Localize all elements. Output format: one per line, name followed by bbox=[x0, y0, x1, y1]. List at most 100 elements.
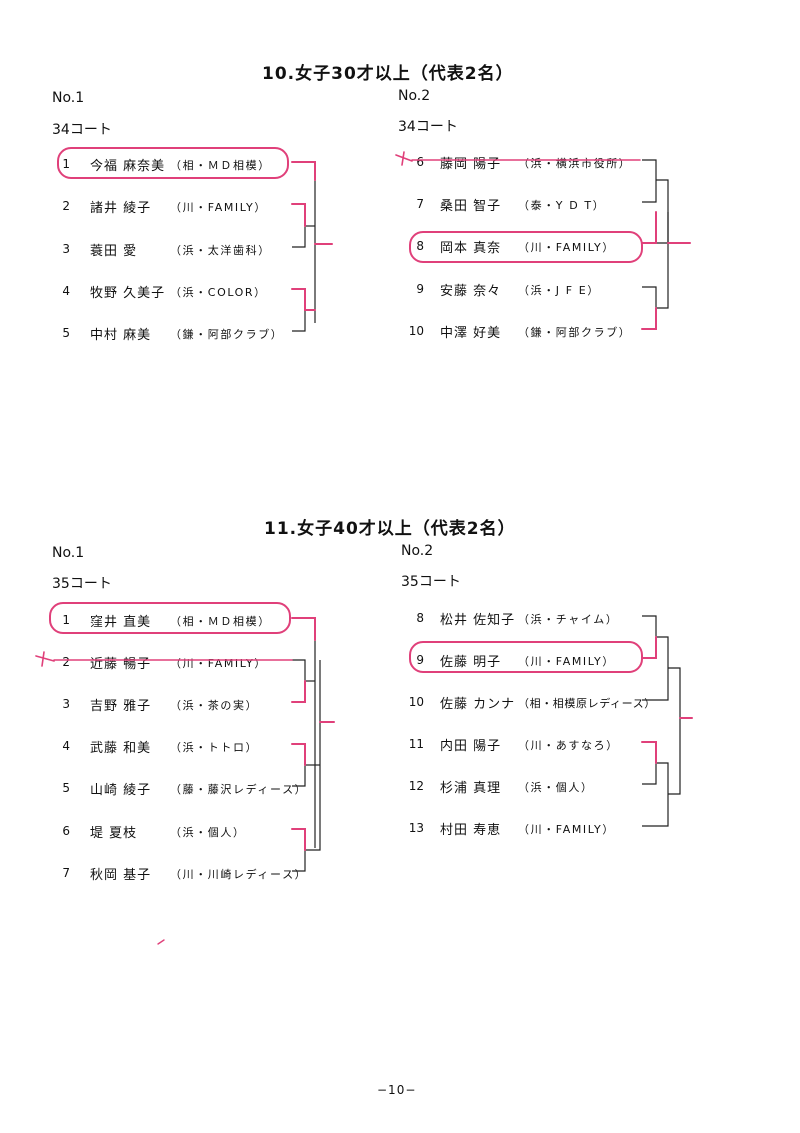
red-trace bbox=[641, 741, 657, 764]
player-club: （川・FAMILY） bbox=[518, 655, 615, 668]
player-name: 佐藤 カンナ bbox=[440, 697, 516, 712]
player-name: 牧野 久美子 bbox=[90, 286, 166, 301]
player-name: 蓑田 愛 bbox=[90, 244, 138, 259]
red-trace bbox=[291, 203, 306, 227]
bracket-line bbox=[642, 741, 657, 785]
seed-number: 10 bbox=[408, 324, 424, 338]
block-number: No.2 bbox=[401, 543, 434, 559]
player-club: （藤・藤沢レディース） bbox=[170, 783, 308, 796]
seed-number: 8 bbox=[416, 239, 424, 253]
strike-mark bbox=[395, 151, 641, 166]
bracket-line bbox=[292, 743, 306, 787]
player-club: （泰・Y D T） bbox=[518, 199, 606, 212]
player-club: （川・川崎レディース） bbox=[170, 868, 308, 881]
highlight-oval bbox=[409, 231, 643, 263]
player-name: 諸井 綾子 bbox=[90, 201, 152, 216]
bracket-line bbox=[305, 660, 334, 851]
bracket-line bbox=[292, 617, 316, 848]
player-name: 内田 陽子 bbox=[440, 739, 502, 754]
seed-number: 3 bbox=[62, 697, 70, 711]
seed-number: 6 bbox=[416, 155, 424, 169]
player-name: 安藤 奈々 bbox=[440, 284, 502, 299]
player-name: 村田 寿恵 bbox=[440, 823, 502, 838]
red-trace bbox=[291, 680, 306, 703]
page-number: −10− bbox=[377, 1083, 417, 1097]
section-title: 10.女子30才以上（代表2名） bbox=[262, 64, 514, 84]
player-name: 松井 佐知子 bbox=[440, 613, 516, 628]
bracket-line bbox=[292, 828, 306, 872]
player-club: （相・相模原レディース） bbox=[518, 697, 656, 710]
block-number: No.2 bbox=[398, 88, 431, 104]
seed-number: 9 bbox=[416, 282, 424, 296]
section-title: 11.女子40才以上（代表2名） bbox=[264, 519, 516, 539]
seed-number: 10 bbox=[408, 695, 424, 709]
seed-number: 11 bbox=[408, 737, 424, 751]
block-number: No.1 bbox=[52, 545, 85, 561]
highlight-oval bbox=[49, 602, 291, 634]
bracket-line bbox=[642, 762, 669, 827]
player-club: （浜・トトロ） bbox=[170, 741, 259, 754]
player-name: 中村 麻美 bbox=[90, 328, 152, 343]
court-label: 35コート bbox=[401, 574, 461, 590]
red-trace bbox=[291, 828, 306, 851]
seed-number: 8 bbox=[416, 611, 424, 625]
ink-mark bbox=[157, 939, 165, 945]
seed-number: 4 bbox=[62, 739, 70, 753]
black-bracket-lines bbox=[292, 159, 692, 872]
red-trace bbox=[291, 617, 316, 641]
seed-number: 6 bbox=[62, 824, 70, 838]
court-label: 34コート bbox=[52, 122, 112, 138]
seed-number: 5 bbox=[62, 781, 70, 795]
player-name: 岡本 真奈 bbox=[440, 241, 502, 256]
bracket-line bbox=[668, 667, 692, 795]
seed-number: 7 bbox=[416, 197, 424, 211]
red-trace bbox=[291, 743, 306, 766]
highlight-oval bbox=[57, 147, 289, 179]
player-name: 窪井 直美 bbox=[90, 615, 152, 630]
player-club: （相・ＭＤ相模） bbox=[170, 615, 271, 628]
player-name: 吉野 雅子 bbox=[90, 699, 152, 714]
red-trace bbox=[641, 211, 657, 244]
player-club: （浜・COLOR） bbox=[170, 286, 267, 299]
player-name: 武藤 和美 bbox=[90, 741, 152, 756]
player-name: 桑田 智子 bbox=[440, 199, 502, 214]
player-name: 佐藤 明子 bbox=[440, 655, 502, 670]
bracket-line bbox=[292, 659, 306, 703]
seed-number: 2 bbox=[62, 199, 70, 213]
bracket-line bbox=[642, 615, 657, 659]
court-label: 35コート bbox=[52, 576, 112, 592]
player-club: （浜・個人） bbox=[170, 826, 246, 839]
player-name: 今福 麻奈美 bbox=[90, 159, 166, 174]
bracket-line bbox=[292, 288, 306, 332]
player-name: 堤 夏枝 bbox=[90, 826, 138, 841]
bracket-line bbox=[305, 243, 332, 311]
bracket-line bbox=[292, 203, 306, 248]
seed-number: 1 bbox=[62, 157, 70, 171]
seed-number: 1 bbox=[62, 613, 70, 627]
player-club: （浜・太洋歯科） bbox=[170, 244, 271, 257]
red-trace bbox=[291, 161, 316, 181]
seed-number: 3 bbox=[62, 242, 70, 256]
bracket-line bbox=[642, 286, 657, 330]
seed-number: 4 bbox=[62, 284, 70, 298]
player-club: （川・あすなろ） bbox=[518, 739, 619, 752]
red-trace bbox=[641, 636, 657, 659]
player-club: （川・FAMILY） bbox=[518, 823, 615, 836]
player-club: （鎌・阿部クラブ） bbox=[518, 326, 632, 339]
seed-number: 12 bbox=[408, 779, 424, 793]
red-trace bbox=[291, 288, 316, 311]
red-trace bbox=[641, 307, 657, 330]
bracket-line bbox=[656, 212, 690, 309]
strike-mark bbox=[35, 651, 293, 667]
player-club: （相・ＭＤ相模） bbox=[170, 159, 271, 172]
red-highlights bbox=[35, 147, 693, 945]
block-number: No.1 bbox=[52, 90, 85, 106]
player-club: （鎌・阿部クラブ） bbox=[170, 328, 284, 341]
player-name: 中澤 好美 bbox=[440, 326, 502, 341]
highlight-oval bbox=[409, 641, 643, 673]
player-club: （川・FAMILY） bbox=[518, 241, 615, 254]
seed-number: 13 bbox=[408, 821, 424, 835]
seed-number: 9 bbox=[416, 653, 424, 667]
seed-number: 2 bbox=[62, 655, 70, 669]
